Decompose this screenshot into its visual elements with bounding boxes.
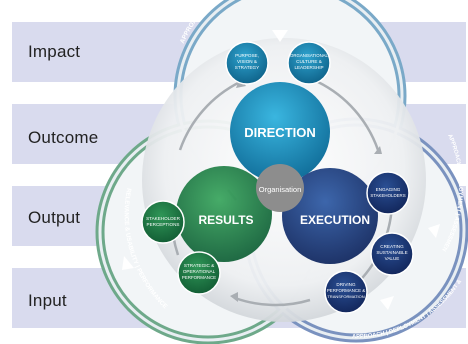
marker-top-icon bbox=[272, 30, 288, 42]
criterion-driving: DRIVING PERFORMANCE & TRANSFORMATION bbox=[324, 270, 368, 314]
svg-text:LEADERSHIP: LEADERSHIP bbox=[294, 65, 323, 70]
results-circle bbox=[176, 166, 272, 262]
svg-text:VALUE: VALUE bbox=[385, 256, 400, 261]
criterion-creating: CREATING SUSTAINABLE VALUE bbox=[370, 232, 414, 276]
svg-text:ENGAGING: ENGAGING bbox=[376, 187, 401, 192]
results-label: RESULTS bbox=[198, 213, 253, 227]
svg-text:CREATING: CREATING bbox=[380, 244, 404, 249]
output-label: Output bbox=[28, 208, 81, 227]
organisation-label: Organisation bbox=[259, 185, 302, 194]
svg-text:STRATEGY: STRATEGY bbox=[235, 65, 259, 70]
svg-text:PURPOSE,: PURPOSE, bbox=[235, 53, 259, 58]
svg-text:SUSTAINABLE: SUSTAINABLE bbox=[376, 250, 407, 255]
outcome-label: Outcome bbox=[28, 128, 99, 147]
svg-text:VISION &: VISION & bbox=[237, 59, 257, 64]
criterion-stakeholder: STAKEHOLDER PERCEPTIONS bbox=[141, 200, 185, 244]
marker-right-icon bbox=[428, 224, 440, 238]
criterion-engaging: ENGAGING STAKEHOLDERS bbox=[366, 171, 410, 215]
svg-text:PERCEPTIONS: PERCEPTIONS bbox=[147, 222, 180, 227]
marker-left-icon bbox=[122, 256, 134, 270]
svg-text:STAKEHOLDERS: STAKEHOLDERS bbox=[370, 193, 405, 198]
svg-text:STRATEGIC &: STRATEGIC & bbox=[184, 263, 214, 268]
impact-label: Impact bbox=[28, 42, 81, 61]
svg-text:STAKEHOLDER: STAKEHOLDER bbox=[146, 216, 181, 221]
execution-circle bbox=[282, 168, 378, 264]
execution-label: EXECUTION bbox=[300, 213, 370, 227]
input-label: Input bbox=[28, 291, 67, 310]
criterion-culture: ORGANISATIONAL CULTURE & LEADERSHIP bbox=[287, 41, 331, 85]
criterion-strategic: STRATEGIC & OPERATIONAL PERFORMANCE bbox=[177, 251, 221, 295]
marker-bottom-icon bbox=[380, 296, 394, 310]
svg-text:ORGANISATIONAL: ORGANISATIONAL bbox=[290, 53, 328, 58]
svg-text:PERFORMANCE &: PERFORMANCE & bbox=[327, 288, 365, 293]
svg-text:CULTURE &: CULTURE & bbox=[296, 59, 322, 64]
direction-circle bbox=[230, 82, 330, 182]
criterion-purpose: PURPOSE, VISION & STRATEGY bbox=[225, 41, 269, 85]
svg-text:OPERATIONAL: OPERATIONAL bbox=[183, 269, 216, 274]
direction-label: DIRECTION bbox=[244, 125, 316, 140]
svg-text:PERFORMANCE: PERFORMANCE bbox=[182, 275, 216, 280]
svg-text:TRANSFORMATION: TRANSFORMATION bbox=[327, 294, 364, 299]
svg-text:DRIVING: DRIVING bbox=[336, 282, 356, 287]
organisation-circle bbox=[256, 164, 304, 212]
